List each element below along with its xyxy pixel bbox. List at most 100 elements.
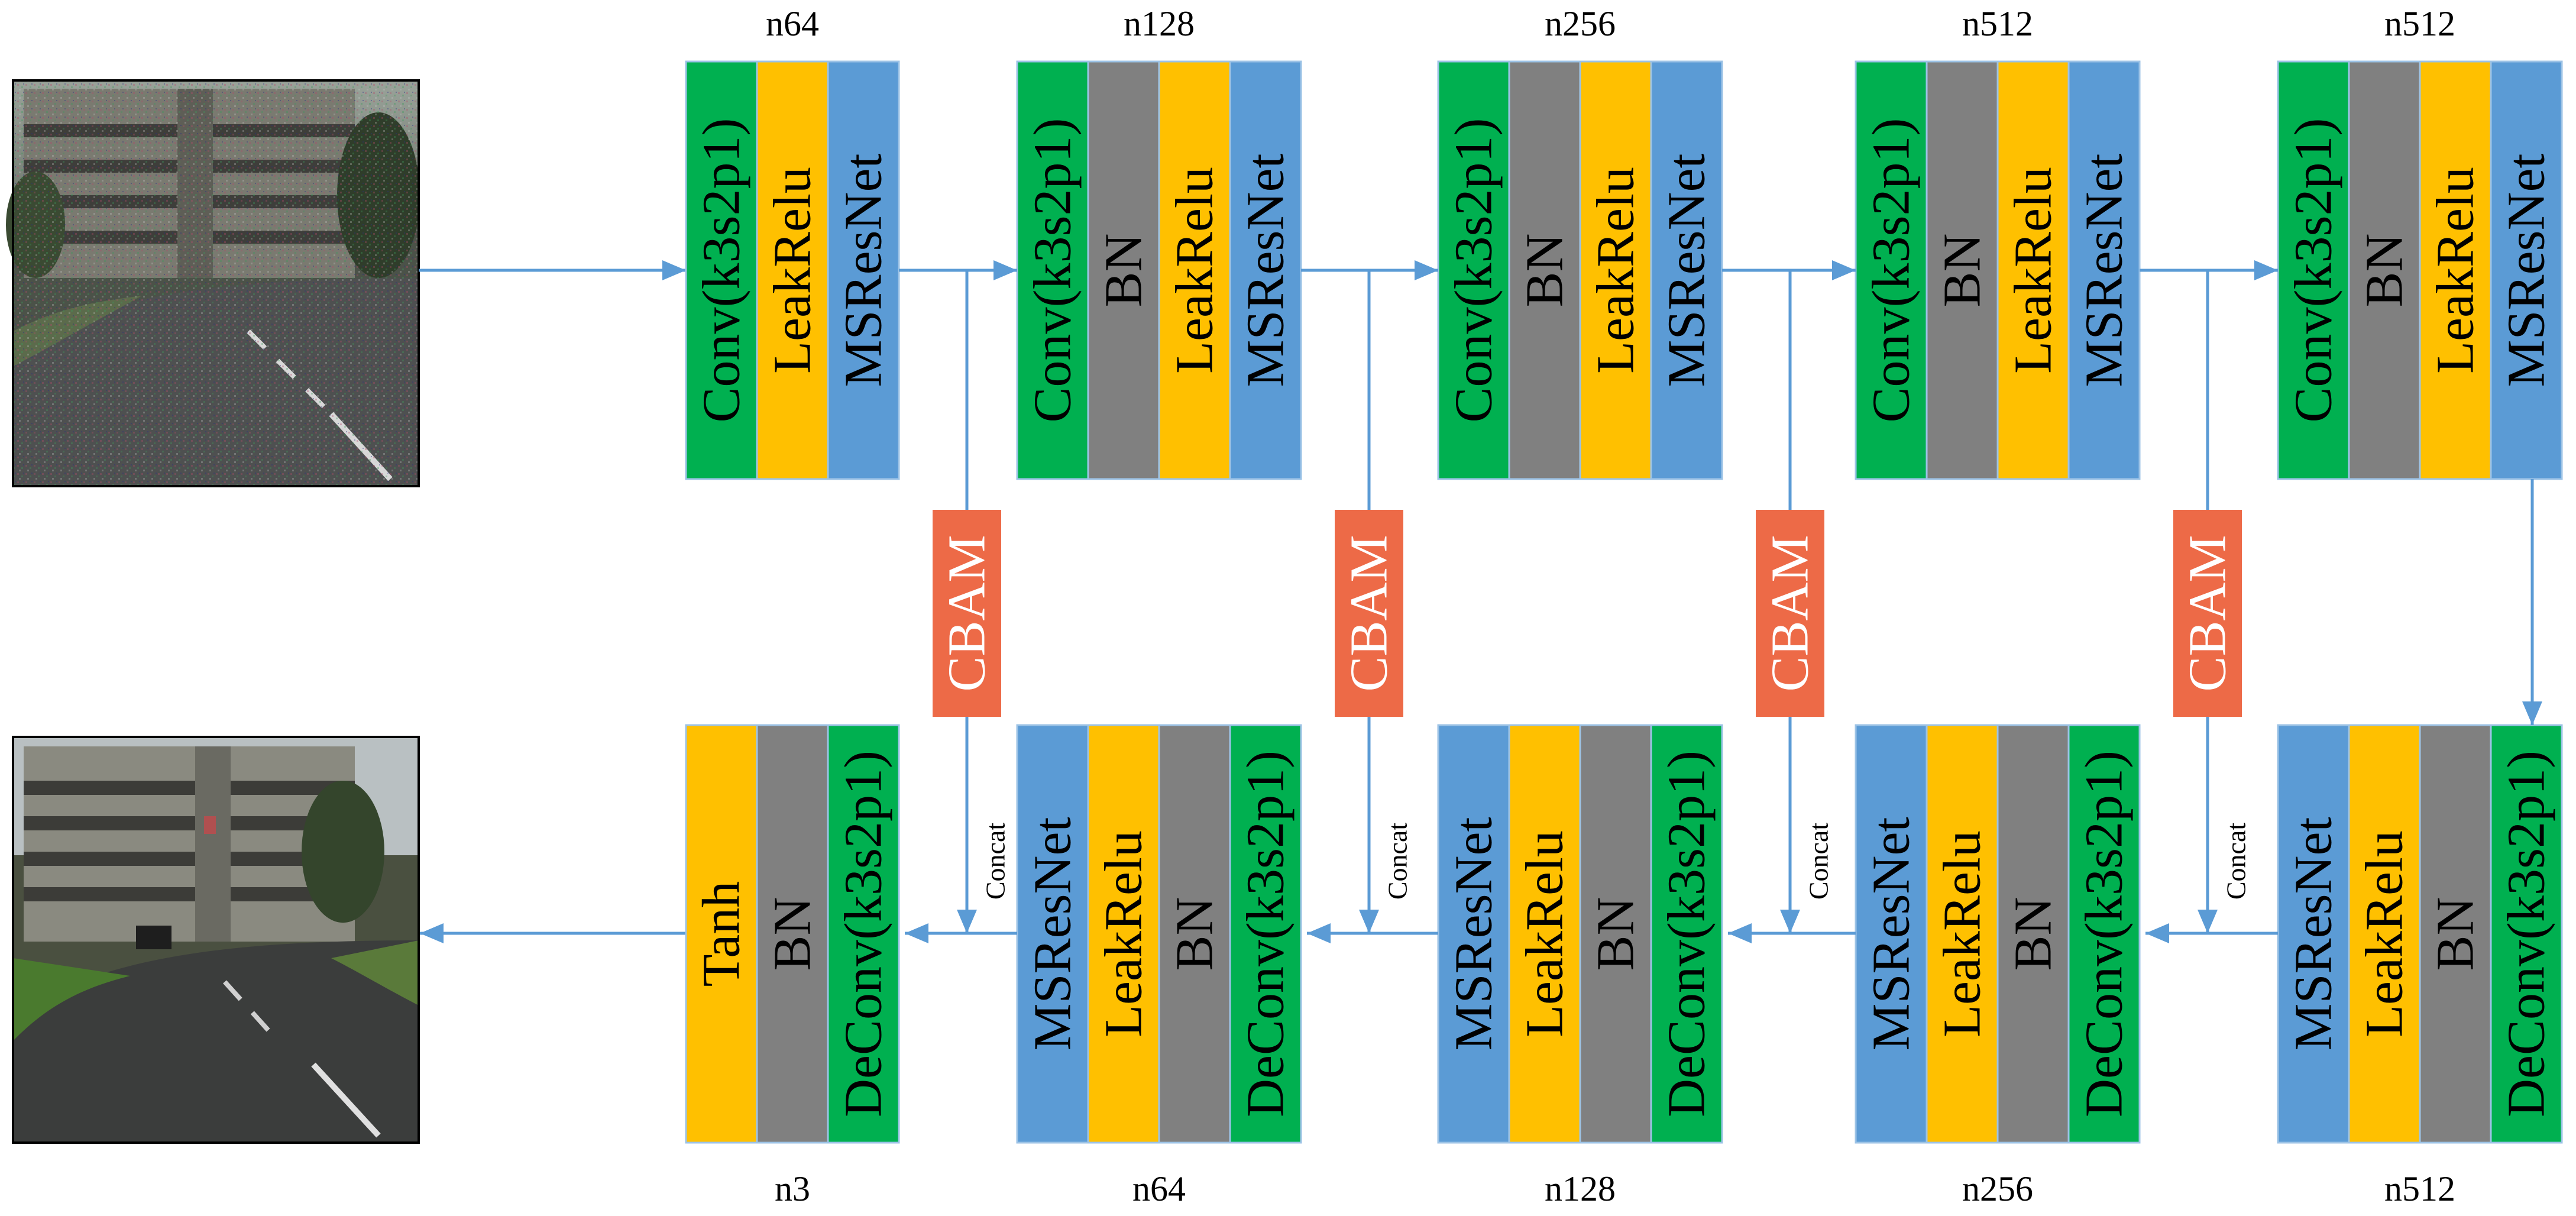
layer-msresnet [2277, 724, 2350, 1144]
layer-label: LeakRelu [1166, 167, 1224, 374]
encoder-channel-label: n512 [2384, 4, 2455, 43]
concat-label: Concat [1804, 823, 1834, 900]
layer-label: LeakRelu [2004, 167, 2063, 374]
cbam-label: CBAM [2179, 535, 2237, 691]
layer-label: Conv(k3s2p1) [2284, 118, 2343, 423]
layer-label: Conv(k3s2p1) [1862, 118, 1921, 423]
layer-leakrelu [2419, 60, 2492, 480]
layer-label: DeConv(k3s2p1) [1237, 751, 1295, 1117]
decoder-channel-label: n256 [1962, 1169, 2033, 1208]
layer-label: Conv(k3s2p1) [1445, 118, 1503, 423]
layer-msresnet [1016, 724, 1089, 1144]
layer-leakrelu [1508, 724, 1581, 1144]
cbam-block [933, 510, 1001, 717]
layer-deconv-k3s2p1 [827, 724, 900, 1144]
encoder-channel-label: n64 [766, 4, 819, 43]
encoder-channel-label: n256 [1545, 4, 1616, 43]
layer-bn [2419, 724, 2492, 1144]
output-image [12, 736, 420, 1144]
layer-label: DeConv(k3s2p1) [1658, 751, 1716, 1117]
layer-label: BN [2355, 233, 2414, 307]
layer-leakrelu [1579, 60, 1652, 480]
cbam-label: CBAM [1761, 535, 1820, 691]
layer-tanh [685, 724, 758, 1144]
layer-label: DeConv(k3s2p1) [834, 751, 893, 1117]
concat-label: Concat [2221, 823, 2251, 900]
layer-msresnet [1650, 60, 1723, 480]
layer-conv-k3s2p1 [1437, 60, 1510, 480]
layer-deconv-k3s2p1 [1229, 724, 1302, 1144]
layer-leakrelu [1087, 724, 1160, 1144]
cbam-label: CBAM [1340, 535, 1399, 691]
layer-label: LeakRelu [1095, 830, 1153, 1037]
layer-leakrelu [2348, 724, 2421, 1144]
layer-bn [756, 724, 829, 1144]
layer-label: BN [763, 897, 822, 971]
layer-label: BN [1587, 897, 1645, 971]
layer-label: BN [2426, 897, 2485, 971]
decoder-channel-label: n64 [1132, 1169, 1186, 1208]
layer-bn [1158, 724, 1231, 1144]
layer-label: MSResNet [1237, 153, 1295, 387]
encoder-channel-label: n512 [1962, 4, 2033, 43]
layer-label: MSResNet [2075, 153, 2134, 387]
concat-label: Concat [1383, 823, 1413, 900]
layer-bn [1996, 724, 2070, 1144]
layer-label: Tanh [692, 881, 751, 987]
layer-leakrelu [1996, 60, 2070, 480]
layer-label: MSResNet [1024, 817, 1082, 1050]
layer-msresnet [1855, 724, 1928, 1144]
decoder-channel-label: n3 [775, 1169, 810, 1208]
layer-leakrelu [756, 60, 829, 480]
layer-label: MSResNet [2284, 817, 2343, 1050]
layer-label: DeConv(k3s2p1) [2075, 751, 2134, 1117]
layer-msresnet [2067, 60, 2141, 480]
layer-label: LeakRelu [1933, 830, 1992, 1037]
layer-label: MSResNet [2497, 153, 2556, 387]
layer-bn [1087, 60, 1160, 480]
layer-leakrelu [1925, 724, 1999, 1144]
layer-label: Conv(k3s2p1) [1024, 118, 1082, 423]
layer-label: LeakRelu [763, 167, 822, 374]
layer-label: BN [1516, 233, 1574, 307]
layer-deconv-k3s2p1 [1650, 724, 1723, 1144]
layer-label: Conv(k3s2p1) [692, 118, 751, 423]
decoder-channel-label: n512 [2384, 1169, 2455, 1208]
layer-bn [1925, 60, 1999, 480]
layer-conv-k3s2p1 [685, 60, 758, 480]
layer-label: LeakRelu [1516, 830, 1574, 1037]
layer-bn [1579, 724, 1652, 1144]
layer-label: BN [1166, 897, 1224, 971]
cbam-block [1335, 510, 1403, 717]
layer-label: MSResNet [834, 153, 893, 387]
layer-msresnet [827, 60, 900, 480]
concat-label: Concat [980, 823, 1011, 900]
encoder-channel-label: n128 [1124, 4, 1195, 43]
layer-label: BN [2004, 897, 2063, 971]
layer-label: MSResNet [1862, 817, 1921, 1050]
cbam-block [1756, 510, 1824, 717]
layer-label: DeConv(k3s2p1) [2497, 751, 2556, 1117]
layer-bn [1508, 60, 1581, 480]
input-image [6, 79, 420, 487]
layer-conv-k3s2p1 [1016, 60, 1089, 480]
layer-label: LeakRelu [2426, 167, 2485, 374]
layer-deconv-k3s2p1 [2490, 724, 2563, 1144]
layer-label: LeakRelu [2355, 830, 2414, 1037]
layer-label: MSResNet [1658, 153, 1716, 387]
layer-deconv-k3s2p1 [2067, 724, 2141, 1144]
layer-label: LeakRelu [1587, 167, 1645, 374]
layer-label: MSResNet [1445, 817, 1503, 1050]
decoder-channel-label: n128 [1545, 1169, 1616, 1208]
cbam-label: CBAM [938, 535, 996, 691]
layer-leakrelu [1158, 60, 1231, 480]
